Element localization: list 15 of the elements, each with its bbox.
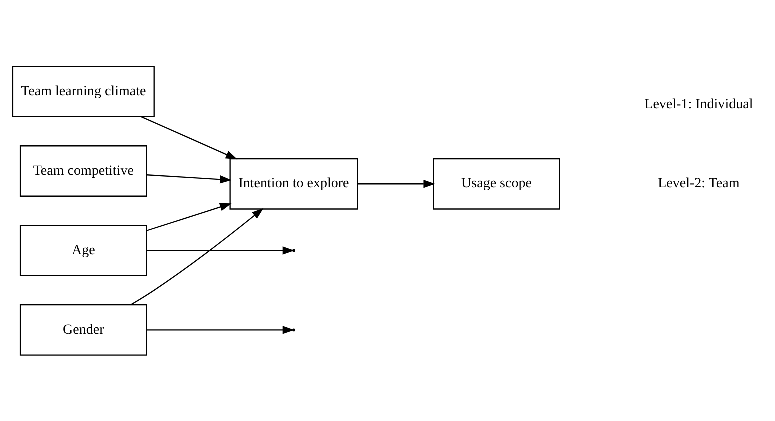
- arrow: [147, 174, 232, 184]
- label: Level-2: Team: [658, 176, 740, 192]
- arrow: [358, 180, 436, 188]
- label: Level-1: Individual: [644, 96, 754, 112]
- arrow: [147, 202, 232, 231]
- node-box: Gender: [20, 304, 148, 356]
- arrow: [147, 246, 295, 254]
- node-box: Team learning climate: [12, 66, 155, 117]
- node-box: Intention to explore: [230, 158, 358, 210]
- node-box: Age: [20, 224, 148, 276]
- arrow: [141, 116, 238, 160]
- node-box: Usage scope: [433, 158, 560, 210]
- arrow: [130, 208, 264, 305]
- arrow: [147, 326, 295, 334]
- node-box: Team competitive: [20, 145, 148, 196]
